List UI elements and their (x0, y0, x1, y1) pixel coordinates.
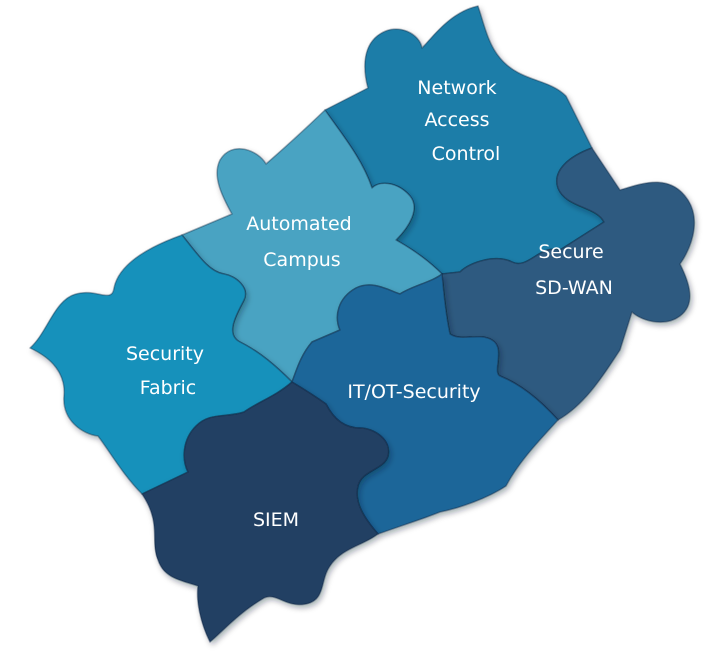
label-secure-sd-wan: Secure SD-WAN (535, 241, 613, 299)
label-network-access-control: Network Access Control (417, 77, 502, 165)
label-line: Secure (538, 241, 603, 263)
label-line: SD-WAN (535, 277, 613, 299)
piece-security-fabric: Security Fabric (29, 234, 293, 495)
label-line: Automated (246, 213, 351, 235)
label-line: Security (126, 343, 204, 365)
label-line: Access (424, 109, 489, 131)
label-line: Control (432, 143, 501, 165)
label-line: SIEM (253, 509, 299, 531)
label-line: Network (417, 77, 496, 99)
piece-network-access-control: Network Access Control (324, 5, 605, 275)
label-siem: SIEM (253, 509, 299, 531)
piece-it-ot-security: IT/OT-Security (291, 273, 559, 535)
label-automated-campus: Automated Campus (246, 213, 358, 271)
label-line: Fabric (140, 377, 196, 399)
piece-siem: SIEM (141, 381, 390, 643)
label-it-ot-security: IT/OT-Security (347, 381, 480, 403)
label-line: Campus (263, 249, 340, 271)
label-security-fabric: Security Fabric (126, 343, 210, 399)
label-line: IT/OT-Security (347, 381, 480, 403)
piece-shape-siem (141, 381, 390, 643)
piece-secure-sd-wan: Secure SD-WAN (441, 147, 696, 421)
piece-shape-security-fabric (29, 234, 293, 495)
